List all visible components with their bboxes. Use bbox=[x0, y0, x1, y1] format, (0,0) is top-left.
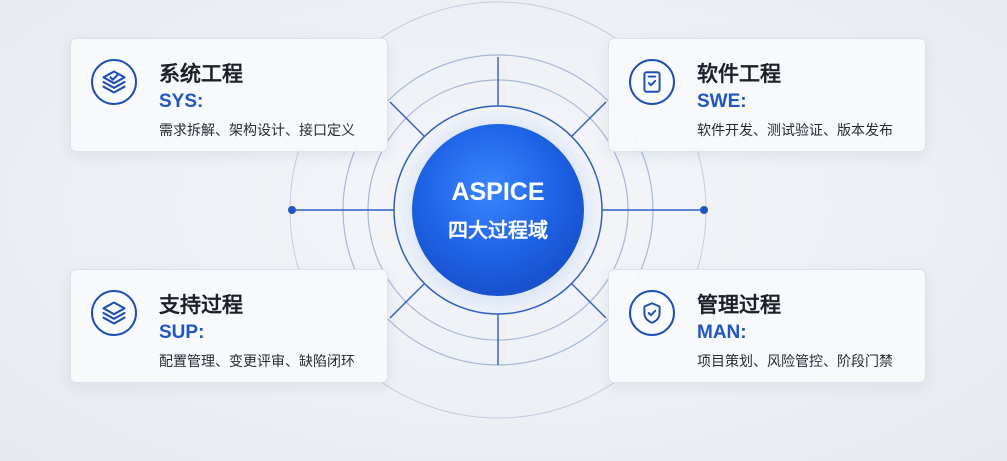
domain-title: 系统工程 bbox=[159, 62, 243, 86]
spoke-bottom-right bbox=[571, 283, 607, 319]
domain-description: 项目策划、风险管控、阶段门禁 bbox=[697, 354, 893, 370]
node-dot-left bbox=[288, 206, 296, 214]
domain-description: 软件开发、测试验证、版本发布 bbox=[697, 123, 893, 139]
center-title: ASPICE bbox=[451, 178, 545, 206]
domain-title: 管理过程 bbox=[697, 293, 781, 317]
domain-card-swe: 软件工程 SWE: 软件开发、测试验证、版本发布 bbox=[608, 38, 926, 152]
spoke-top-right bbox=[571, 101, 607, 137]
domain-code: MAN: bbox=[697, 322, 747, 343]
domain-code: SUP: bbox=[159, 322, 205, 343]
spoke-bottom-left bbox=[389, 283, 425, 319]
layers-stack-icon bbox=[91, 290, 137, 336]
domain-description: 需求拆解、架构设计、接口定义 bbox=[159, 123, 355, 139]
domain-code: SWE: bbox=[697, 91, 747, 112]
node-dot-right bbox=[700, 206, 708, 214]
domain-card-sup: 支持过程 SUP: 配置管理、变更评审、缺陷闭环 bbox=[70, 269, 388, 383]
document-check-icon bbox=[629, 59, 675, 105]
spoke-top-left bbox=[389, 101, 425, 137]
shield-check-icon bbox=[629, 290, 675, 336]
layers-check-icon bbox=[91, 59, 137, 105]
domain-code: SYS: bbox=[159, 91, 204, 112]
domain-title: 支持过程 bbox=[159, 293, 243, 317]
domain-card-man: 管理过程 MAN: 项目策划、风险管控、阶段门禁 bbox=[608, 269, 926, 383]
center-subtitle: 四大过程域 bbox=[448, 218, 548, 242]
center-circle bbox=[412, 124, 584, 296]
domain-card-sys: 系统工程 SYS: 需求拆解、架构设计、接口定义 bbox=[70, 38, 388, 152]
domain-description: 配置管理、变更评审、缺陷闭环 bbox=[159, 354, 355, 370]
domain-title: 软件工程 bbox=[697, 62, 781, 86]
